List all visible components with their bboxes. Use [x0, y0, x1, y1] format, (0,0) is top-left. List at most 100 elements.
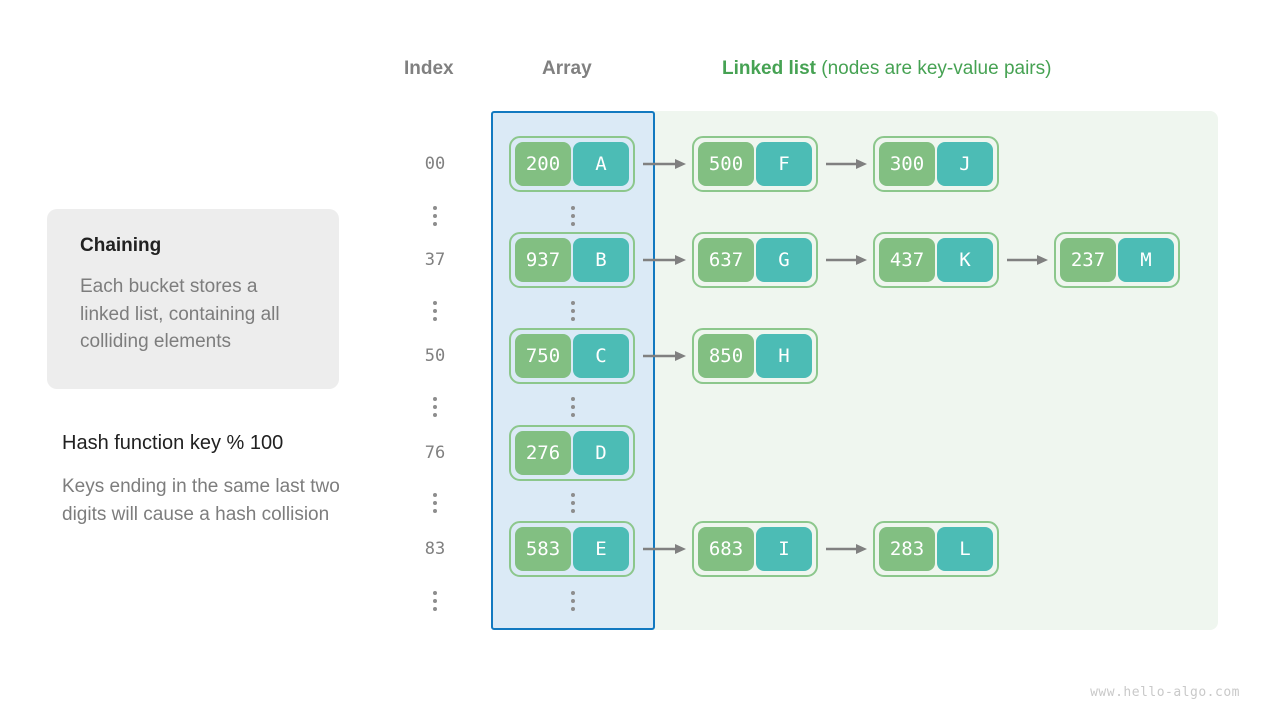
chain-node-00-2-value: J	[937, 142, 993, 186]
chain-node-00-1-value: F	[756, 142, 812, 186]
array-ellipsis-2	[567, 301, 579, 321]
dot	[433, 607, 437, 611]
chain-node-37-2-value: K	[937, 238, 993, 282]
chain-node-00-1-key: 500	[698, 142, 754, 186]
dot	[571, 501, 575, 505]
dot	[433, 301, 437, 305]
hash-function-description: Keys ending in the same last two digits …	[62, 476, 340, 525]
dot	[433, 397, 437, 401]
column-header-index: Index	[404, 58, 454, 79]
dot	[433, 501, 437, 505]
dot	[433, 591, 437, 595]
column-header-array: Array	[542, 58, 592, 79]
linked-list-subtitle: (nodes are key-value pairs)	[815, 58, 1052, 79]
chain-node-50-1-value: H	[756, 334, 812, 378]
chain-node-37-1-value: G	[756, 238, 812, 282]
dot	[571, 397, 575, 401]
bucket-node-76-key: 276	[515, 431, 571, 475]
chain-node-37-2-key: 437	[879, 238, 935, 282]
dot	[571, 309, 575, 313]
index-label-83: 83	[424, 539, 446, 559]
index-ellipsis-2	[429, 301, 441, 321]
chain-node-83-1-value: I	[756, 527, 812, 571]
dot	[433, 214, 437, 218]
array-ellipsis-4	[567, 493, 579, 513]
bucket-node-76-value: D	[573, 431, 629, 475]
column-header-linked-list: Linked list (nodes are key-value pairs)	[722, 58, 1051, 80]
bucket-node-50-value: C	[573, 334, 629, 378]
array-ellipsis-3	[567, 397, 579, 417]
chain-node-37-3-key: 237	[1060, 238, 1116, 282]
chain-node-83-1-key: 683	[698, 527, 754, 571]
chain-arrow-37-0	[643, 254, 686, 266]
chaining-description: Each bucket stores a linked list, contai…	[80, 276, 280, 353]
dot	[433, 206, 437, 210]
dot	[433, 509, 437, 513]
watermark: www.hello-algo.com	[1090, 685, 1240, 700]
chain-arrow-37-1	[826, 254, 867, 266]
dot	[433, 599, 437, 603]
dot	[571, 493, 575, 497]
bucket-node-83-value: E	[573, 527, 629, 571]
index-label-37: 37	[424, 250, 446, 270]
chain-arrow-83-0	[643, 543, 686, 555]
dot	[433, 309, 437, 313]
dot	[571, 214, 575, 218]
bucket-node-00-value: A	[573, 142, 629, 186]
dot	[433, 222, 437, 226]
index-ellipsis-1	[429, 206, 441, 226]
linked-list-label: Linked list	[722, 58, 816, 79]
dot	[571, 222, 575, 226]
chain-node-00-2-key: 300	[879, 142, 935, 186]
dot	[571, 317, 575, 321]
chain-arrow-83-1	[826, 543, 867, 555]
chain-arrow-00-0	[643, 158, 686, 170]
dot	[433, 493, 437, 497]
chain-node-37-1-key: 637	[698, 238, 754, 282]
dot	[433, 317, 437, 321]
chain-node-83-2-value: L	[937, 527, 993, 571]
hash-function-note: Hash function key % 100 Keys ending in t…	[62, 432, 362, 528]
chain-node-83-2-key: 283	[879, 527, 935, 571]
bucket-node-00-key: 200	[515, 142, 571, 186]
chain-arrow-50-0	[643, 350, 686, 362]
index-ellipsis-4	[429, 493, 441, 513]
dot	[433, 405, 437, 409]
bucket-node-83-key: 583	[515, 527, 571, 571]
bucket-node-37-key: 937	[515, 238, 571, 282]
chain-arrow-37-2	[1007, 254, 1048, 266]
array-ellipsis-5	[567, 591, 579, 611]
index-label-00: 00	[424, 154, 446, 174]
chain-node-37-3-value: M	[1118, 238, 1174, 282]
index-label-50: 50	[424, 346, 446, 366]
array-ellipsis-1	[567, 206, 579, 226]
dot	[433, 413, 437, 417]
dot	[571, 301, 575, 305]
dot	[571, 405, 575, 409]
bucket-node-50-key: 750	[515, 334, 571, 378]
dot	[571, 607, 575, 611]
hash-function-title: Hash function key % 100	[62, 432, 284, 454]
chaining-info-card: Chaining Each bucket stores a linked lis…	[47, 209, 339, 389]
chain-node-50-1-key: 850	[698, 334, 754, 378]
bucket-node-37-value: B	[573, 238, 629, 282]
index-ellipsis-3	[429, 397, 441, 417]
index-ellipsis-5	[429, 591, 441, 611]
dot	[571, 599, 575, 603]
chaining-title: Chaining	[80, 235, 162, 256]
index-label-76: 76	[424, 443, 446, 463]
